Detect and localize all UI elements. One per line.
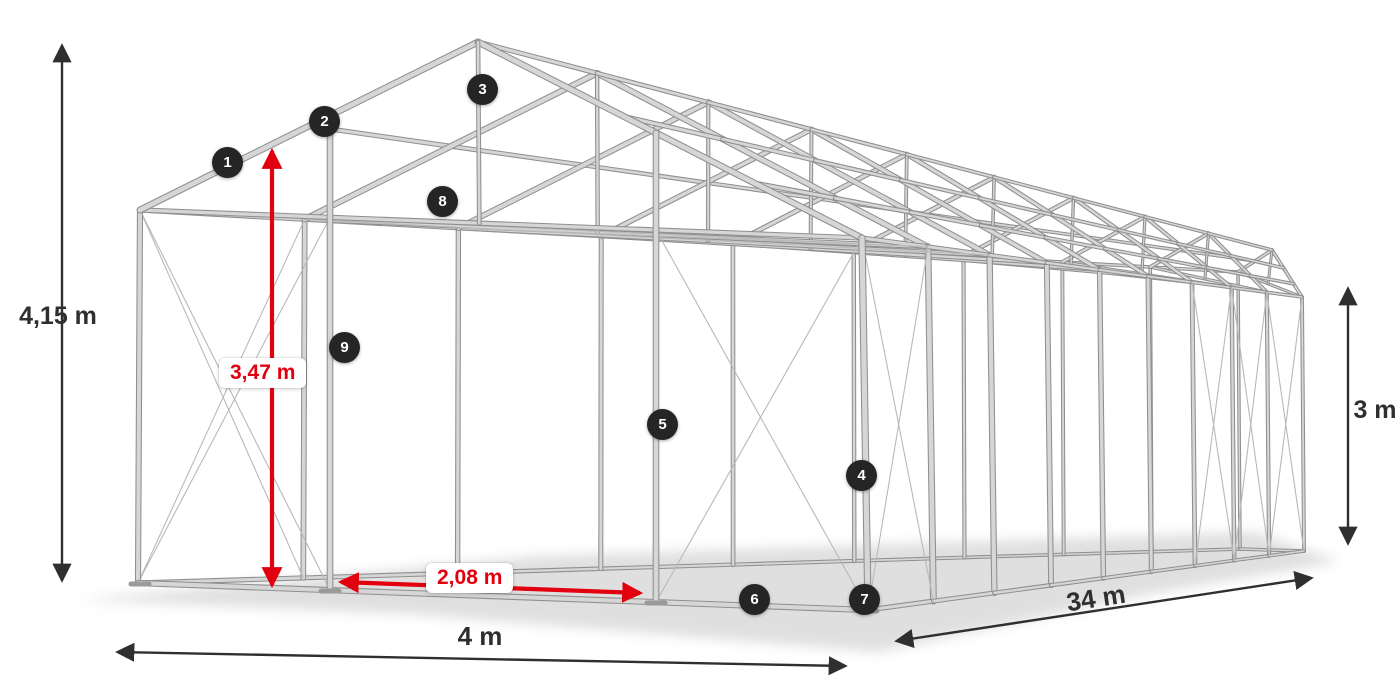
- part-marker-2: 2: [309, 106, 340, 137]
- part-marker-7: 7: [849, 584, 880, 615]
- part-marker-3: 3: [467, 74, 498, 105]
- part-marker-1: 1: [212, 147, 243, 178]
- total-height-label: 4,15 m: [19, 302, 97, 330]
- door-width-label: 2,08 m: [426, 563, 514, 593]
- width-label: 4 m: [457, 621, 503, 651]
- part-marker-8: 8: [427, 186, 458, 217]
- part-marker-9: 9: [329, 332, 360, 363]
- part-marker-5: 5: [647, 409, 678, 440]
- length-arrow: [894, 570, 1314, 649]
- clearance-height-label: 3,47 m: [219, 358, 307, 388]
- part-marker-4: 4: [846, 460, 877, 491]
- part-marker-6: 6: [739, 584, 770, 615]
- width-arrow: [115, 642, 848, 676]
- side-height-label: 3 m: [1353, 396, 1397, 424]
